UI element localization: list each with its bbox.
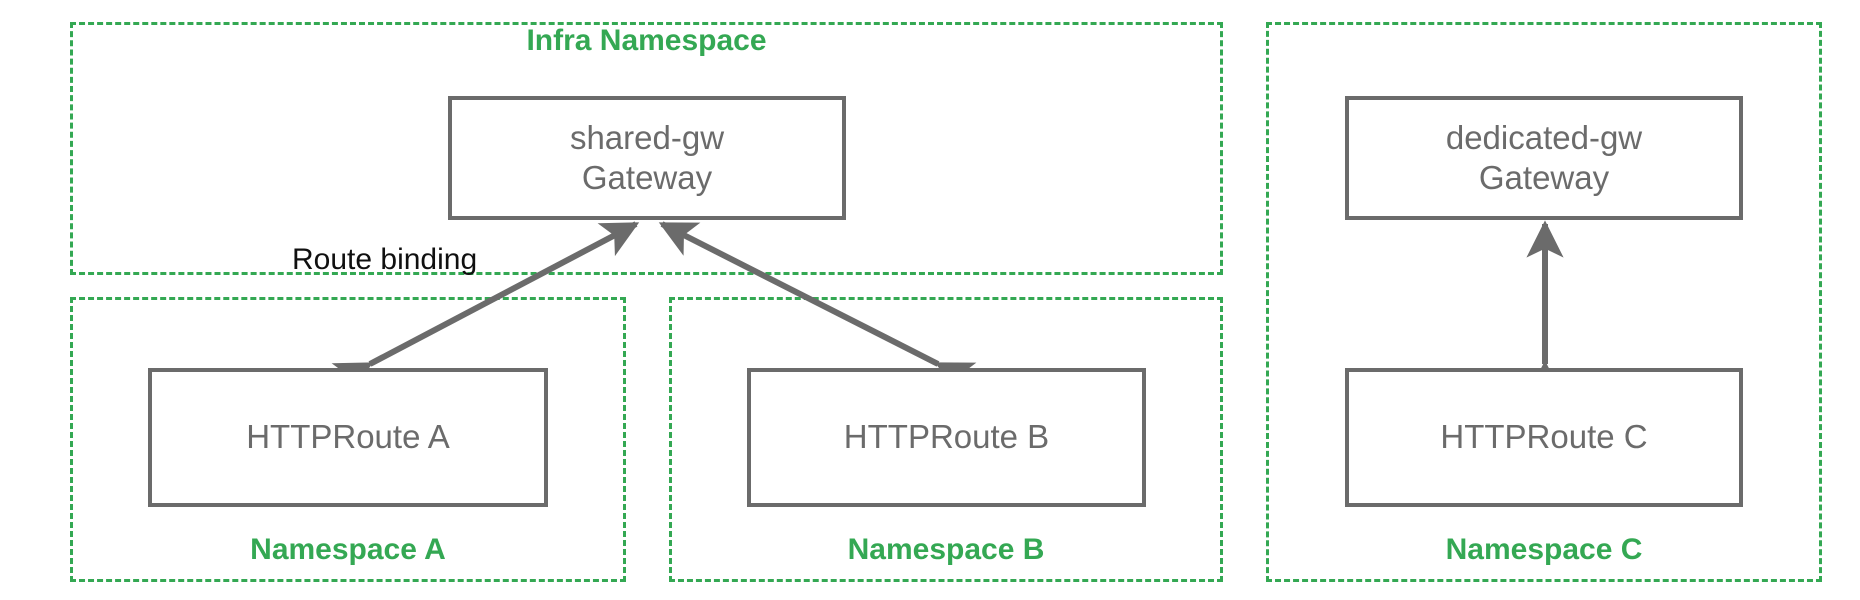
namespace-box-infra bbox=[70, 22, 1223, 275]
node-httproute-a-label: HTTPRoute A bbox=[246, 418, 450, 456]
namespace-box-c bbox=[1266, 22, 1822, 582]
node-httproute-a[interactable]: HTTPRoute A bbox=[148, 368, 548, 507]
node-dedicated-gw-gateway-label: dedicated-gw Gateway bbox=[1445, 118, 1643, 196]
edge-label-route-binding: Route binding bbox=[292, 243, 478, 276]
node-httproute-c-label: HTTPRoute C bbox=[1440, 418, 1648, 456]
node-shared-gw-gateway[interactable]: shared-gw Gateway bbox=[448, 96, 846, 220]
namespace-label-infra: Infra Namespace bbox=[526, 24, 767, 57]
namespace-label-a: Namespace A bbox=[250, 533, 446, 566]
node-httproute-c[interactable]: HTTPRoute C bbox=[1345, 368, 1743, 507]
node-httproute-b[interactable]: HTTPRoute B bbox=[747, 368, 1146, 507]
node-dedicated-gw-gateway[interactable]: dedicated-gw Gateway bbox=[1345, 96, 1743, 220]
node-shared-gw-gateway-label: shared-gw Gateway bbox=[569, 118, 725, 196]
namespace-label-b: Namespace B bbox=[847, 533, 1045, 566]
node-httproute-b-label: HTTPRoute B bbox=[843, 418, 1050, 456]
namespace-label-c: Namespace C bbox=[1445, 533, 1643, 566]
